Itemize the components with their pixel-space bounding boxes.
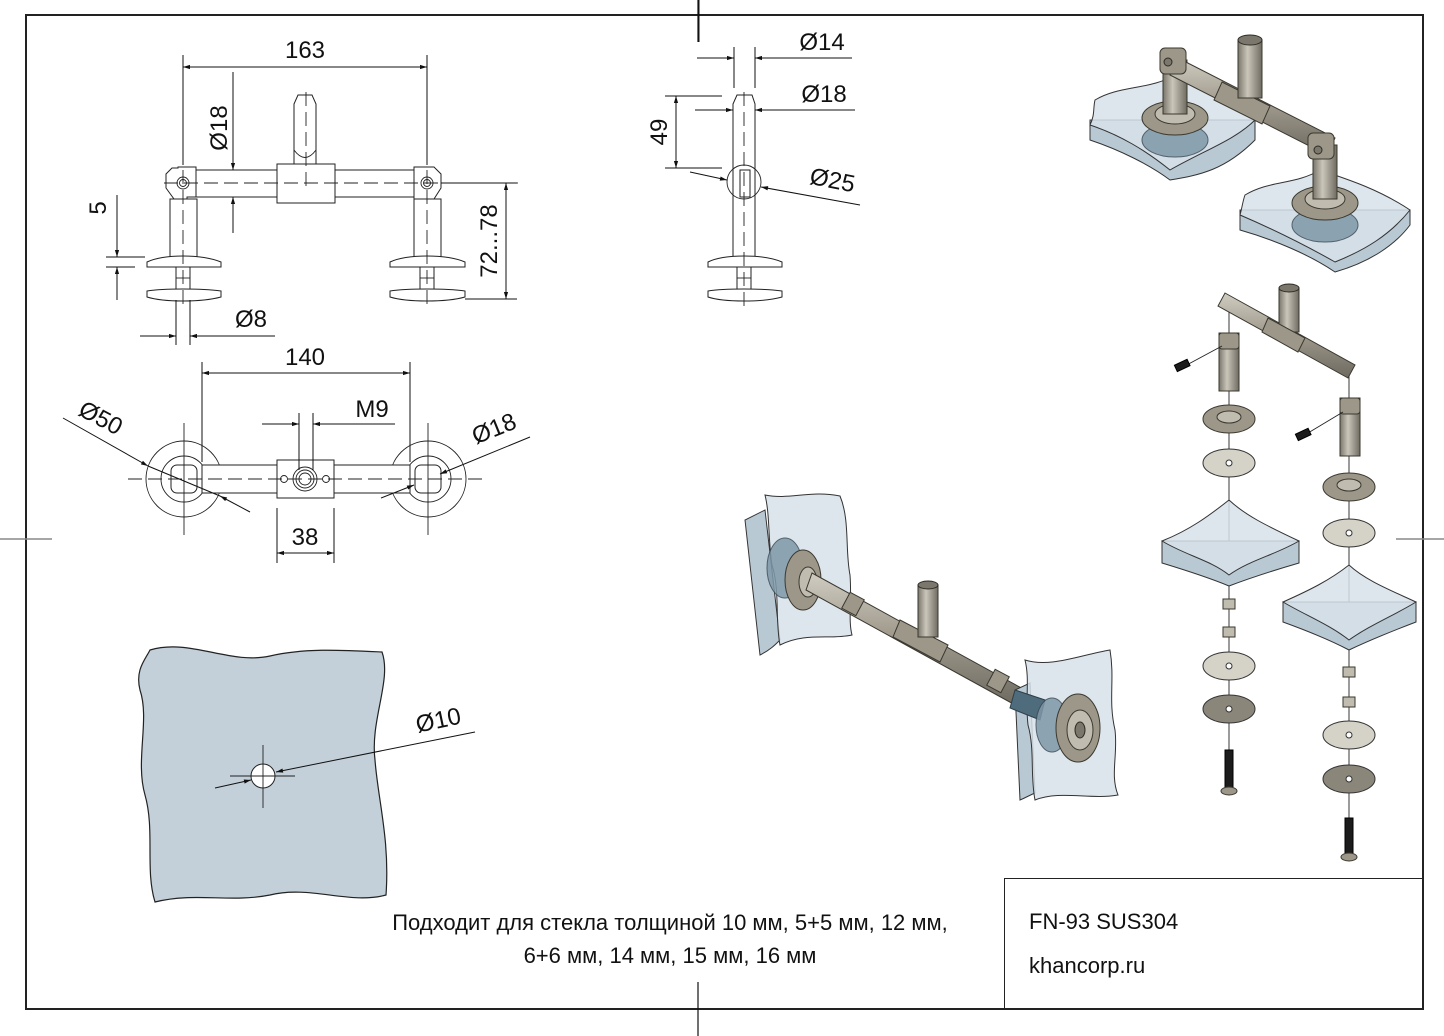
dim-height-range: 72...78 bbox=[476, 204, 503, 277]
glass-thickness-note: Подходит для стекла толщиной 10 мм, 5+5 … bbox=[300, 906, 1040, 972]
iso-spigot bbox=[1237, 39, 1263, 99]
title-block: FN-93 SUS304 khancorp.ru bbox=[1004, 878, 1424, 1010]
exploded-screw-right bbox=[1294, 427, 1312, 442]
dim-bolt-diameter: Ø8 bbox=[235, 306, 267, 333]
dim-disc-diameter: Ø50 bbox=[74, 396, 127, 441]
iso-side-spigot bbox=[917, 584, 939, 638]
side-view: Ø14 Ø18 49 Ø25 bbox=[646, 0, 861, 306]
iso-view-exploded bbox=[1160, 283, 1418, 862]
front-disc-left-top bbox=[146, 255, 222, 268]
note-line-1: Подходит для стекла толщиной 10 мм, 5+5 … bbox=[392, 910, 948, 935]
product-code: FN-93 SUS304 bbox=[1029, 909, 1179, 934]
exploded-glass-left bbox=[1160, 499, 1301, 576]
dim-spigot-diameter: Ø14 bbox=[799, 29, 844, 56]
exploded-glass-right bbox=[1281, 564, 1418, 641]
front-spigot bbox=[293, 94, 317, 165]
front-disc-right-top bbox=[389, 255, 466, 268]
side-disc-bottom bbox=[707, 288, 783, 302]
exploded-bolt-right bbox=[1344, 817, 1354, 857]
front-view: 163 Ø18 5 72...78 Ø8 bbox=[85, 37, 520, 345]
front-tube-right bbox=[334, 169, 415, 198]
dim-washer-gap: 5 bbox=[85, 201, 112, 214]
front-disc-right-bottom bbox=[389, 288, 466, 302]
website-label: khancorp.ru bbox=[1029, 953, 1146, 978]
iso-view-side-mount bbox=[744, 493, 1119, 801]
dim-tube-diameter-side: Ø18 bbox=[801, 81, 846, 108]
front-tube-left bbox=[195, 169, 279, 198]
dim-spigot-height: 49 bbox=[646, 119, 673, 146]
side-disc-top bbox=[707, 255, 783, 268]
dim-center-distance: 140 bbox=[285, 344, 325, 371]
frame-border bbox=[25, 14, 1424, 1010]
top-connector bbox=[276, 459, 335, 499]
dim-hinge-diameter: Ø25 bbox=[808, 163, 858, 198]
exploded-screw-left bbox=[1173, 358, 1191, 373]
note-line-2: 6+6 мм, 14 мм, 15 мм, 16 мм bbox=[523, 943, 817, 968]
dim-hole-diameter: Ø10 bbox=[413, 703, 463, 739]
exploded-bolt-left bbox=[1224, 749, 1234, 791]
glass-panel-view: Ø10 bbox=[138, 646, 476, 903]
iso-view-assembled bbox=[1089, 34, 1411, 273]
dim-tube-diameter-front: Ø18 bbox=[206, 105, 233, 150]
dim-thread: M9 bbox=[355, 396, 388, 423]
top-view: 140 M9 Ø50 Ø18 38 bbox=[62, 344, 531, 563]
front-leg-right bbox=[413, 198, 442, 258]
front-leg-left bbox=[169, 198, 198, 258]
front-disc-left-bottom bbox=[146, 288, 222, 302]
dim-connector-length: 38 bbox=[292, 524, 319, 551]
dim-overall-width: 163 bbox=[285, 37, 325, 64]
